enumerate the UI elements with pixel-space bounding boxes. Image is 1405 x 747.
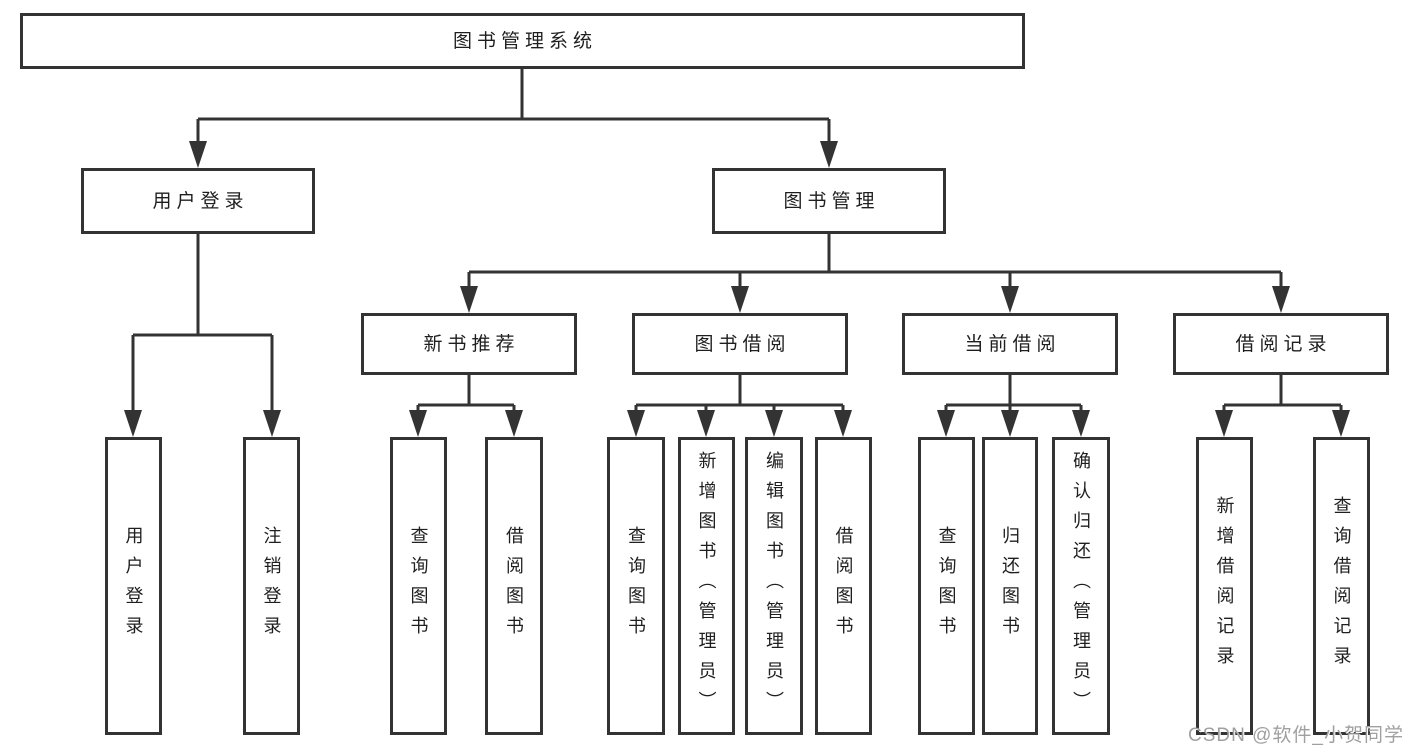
node-new-book-recommend-label: 新书推荐 [423, 333, 520, 355]
leaf-add-borrow-record-label: 新增借阅记录 [1214, 496, 1235, 676]
node-root: 图书管理系统 [20, 13, 1025, 69]
node-user-login: 用户登录 [81, 168, 315, 234]
leaf-borrow-book-recommend: 借阅图书 [485, 437, 543, 735]
leaf-edit-book-admin-label: 编辑图书（管理员） [764, 451, 784, 721]
leaf-borrow-book-label: 借阅图书 [833, 526, 854, 646]
node-current-borrow: 当前借阅 [902, 313, 1118, 375]
leaf-confirm-return-admin-label: 确认归还（管理员） [1071, 451, 1091, 721]
leaf-user-login-label: 用户登录 [123, 526, 144, 646]
node-borrow-records: 借阅记录 [1173, 313, 1389, 375]
node-user-login-label: 用户登录 [152, 190, 249, 212]
node-new-book-recommend: 新书推荐 [361, 313, 577, 375]
node-borrow-records-label: 借阅记录 [1235, 333, 1332, 355]
leaf-return-book: 归还图书 [982, 437, 1038, 735]
leaf-query-borrow-record: 查询借阅记录 [1313, 437, 1370, 735]
node-current-borrow-label: 当前借阅 [964, 333, 1061, 355]
leaf-query-book-current: 查询图书 [918, 437, 975, 735]
leaf-query-borrow-record-label: 查询借阅记录 [1331, 496, 1352, 676]
leaf-add-book-admin-label: 新增图书（管理员） [696, 451, 717, 721]
leaf-add-book-admin: 新增图书（管理员） [678, 437, 735, 735]
leaf-edit-book-admin: 编辑图书（管理员） [745, 437, 803, 735]
node-book-management: 图书管理 [712, 168, 946, 234]
leaf-logout-label: 注销登录 [261, 526, 282, 646]
leaf-add-borrow-record: 新增借阅记录 [1196, 437, 1253, 735]
leaf-query-book-current-label: 查询图书 [936, 526, 957, 646]
leaf-logout: 注销登录 [243, 437, 300, 735]
node-book-borrow-label: 图书借阅 [694, 333, 791, 355]
leaf-borrow-book: 借阅图书 [815, 437, 872, 735]
leaf-query-book-recommend-label: 查询图书 [408, 526, 429, 646]
node-root-label: 图书管理系统 [452, 30, 597, 52]
leaf-query-book-recommend: 查询图书 [390, 437, 447, 735]
leaf-borrow-book-recommend-label: 借阅图书 [504, 526, 524, 646]
leaf-user-login: 用户登录 [105, 437, 162, 735]
leaf-query-book-borrow: 查询图书 [607, 437, 665, 735]
leaf-return-book-label: 归还图书 [1000, 526, 1020, 646]
csdn-watermark: CSDN @软件_小贺同学 [1188, 725, 1404, 746]
node-book-management-label: 图书管理 [783, 190, 880, 212]
leaf-confirm-return-admin: 确认归还（管理员） [1052, 437, 1110, 735]
node-book-borrow: 图书借阅 [632, 313, 848, 375]
leaf-query-book-borrow-label: 查询图书 [626, 526, 646, 646]
